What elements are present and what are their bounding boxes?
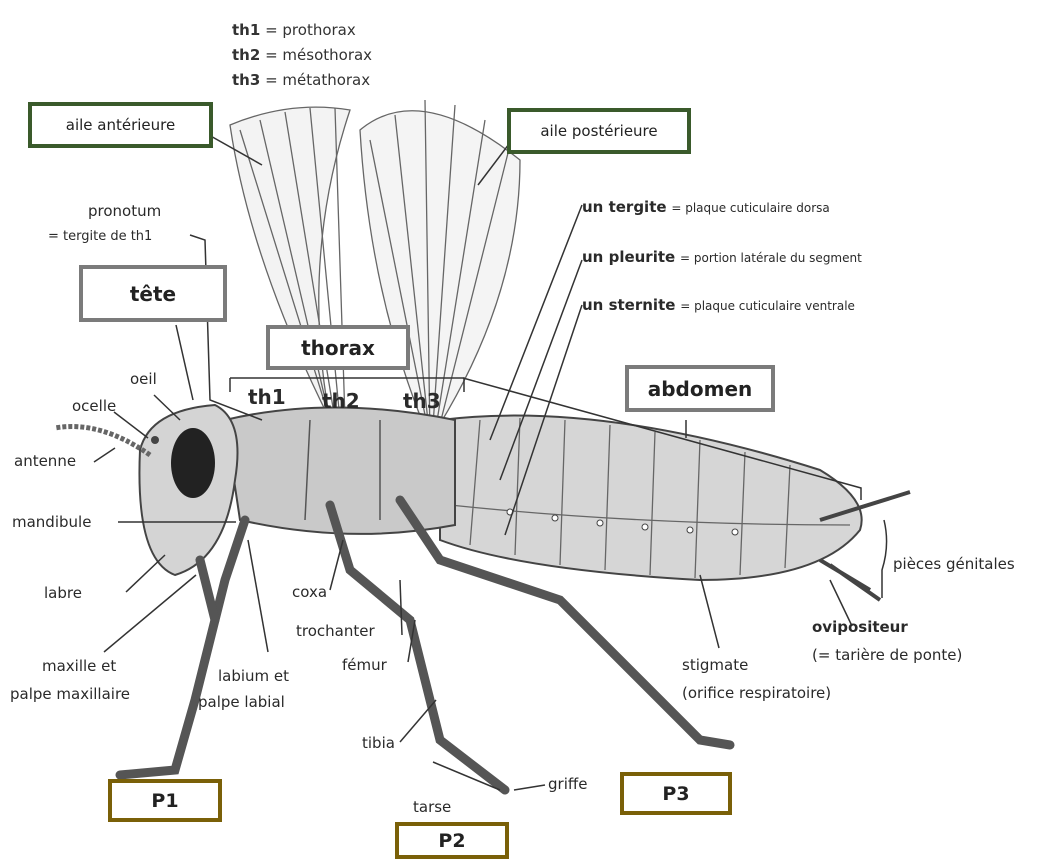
box-aile-posterieure: aile postérieure	[507, 108, 691, 154]
label-tergite-key: un tergite	[582, 198, 667, 216]
legend-th2-value: = mésothorax	[265, 46, 372, 64]
label-tarse: tarse	[413, 798, 451, 816]
label-maxille: maxille et	[42, 657, 116, 675]
label-oeil: oeil	[130, 370, 157, 388]
box-p2: P2	[395, 822, 509, 859]
label-femur: fémur	[342, 656, 387, 674]
thorax-legend: th1 = prothorax th2 = mésothorax th3 = m…	[232, 18, 372, 93]
label-stigmate: stigmate	[682, 656, 748, 674]
box-p3: P3	[620, 772, 732, 815]
label-antenne: antenne	[14, 452, 76, 470]
label-ovipositeur: ovipositeur	[812, 618, 908, 636]
label-tergite-def: = plaque cuticulaire dorsa	[671, 201, 829, 215]
label-palpe-labial: palpe labial	[198, 693, 285, 711]
box-aile-anterieure: aile antérieure	[28, 102, 213, 148]
label-pleurite-key: un pleurite	[582, 248, 675, 266]
label-ovipositeur-def: (= tarière de ponte)	[812, 646, 962, 664]
label-pleurite-def: = portion latérale du segment	[680, 251, 862, 265]
label-pronotum-def: = tergite de th1	[48, 228, 152, 246]
legend-th2-key: th2	[232, 46, 260, 64]
label-sternite: un sternite = plaque cuticulaire ventral…	[582, 296, 855, 315]
label-sternite-def: = plaque cuticulaire ventrale	[680, 299, 855, 313]
label-trochanter: trochanter	[296, 622, 375, 640]
legend-th3-value: = métathorax	[265, 71, 370, 89]
label-palpe-maxillaire: palpe maxillaire	[10, 685, 130, 703]
label-pleurite: un pleurite = portion latérale du segmen…	[582, 248, 862, 267]
segment-th2: th2	[322, 392, 360, 410]
box-abdomen: abdomen	[625, 365, 775, 412]
label-ocelle: ocelle	[72, 397, 116, 415]
box-p1: P1	[108, 779, 222, 822]
label-coxa: coxa	[292, 583, 327, 601]
label-labre: labre	[44, 584, 82, 602]
label-labium: labium et	[218, 667, 289, 685]
box-tete: tête	[79, 265, 227, 322]
insect-body	[55, 405, 910, 790]
forewing	[230, 107, 350, 420]
legend-th1-key: th1	[232, 21, 260, 39]
label-pieces-genitales: pièces génitales	[893, 555, 1015, 573]
box-thorax: thorax	[266, 325, 410, 370]
segment-th3: th3	[403, 392, 441, 410]
legend-th1-value: = prothorax	[265, 21, 356, 39]
label-tibia: tibia	[362, 734, 395, 752]
label-mandibule: mandibule	[12, 513, 91, 531]
label-sternite-key: un sternite	[582, 296, 675, 314]
label-stigmate-def: (orifice respiratoire)	[682, 684, 831, 702]
label-griffe: griffe	[548, 775, 587, 793]
segment-th1: th1	[248, 388, 286, 406]
legend-th3-key: th3	[232, 71, 260, 89]
label-tergite: un tergite = plaque cuticulaire dorsa	[582, 198, 830, 217]
label-pronotum: pronotum	[88, 202, 161, 220]
